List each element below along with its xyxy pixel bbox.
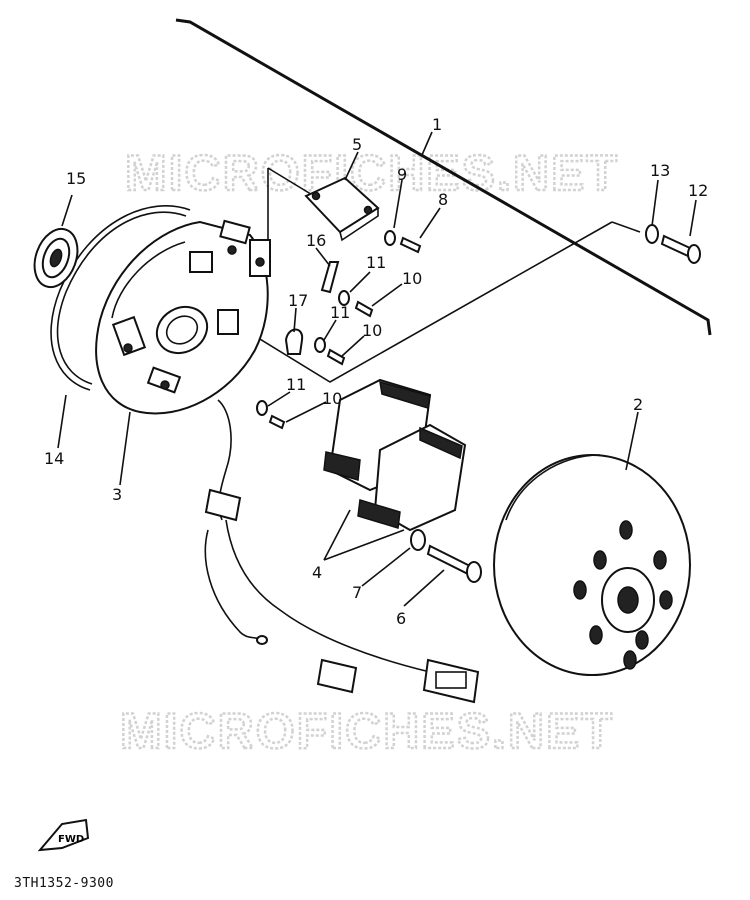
source-coils: [323, 378, 467, 532]
part-code: 3TH1352-9300: [14, 876, 114, 891]
callout-10-middle: 10: [362, 321, 382, 340]
callout-15: 15: [66, 169, 86, 188]
oil-seal: [33, 227, 79, 289]
leader-lines: [57, 131, 697, 607]
callout-5: 5: [352, 135, 362, 154]
pickup-coil: [304, 176, 380, 242]
gasket-ring: [50, 205, 191, 391]
callout-13: 13: [650, 161, 670, 180]
callout-12: 12: [688, 181, 708, 200]
fwd-label: FWD: [58, 834, 84, 845]
bolt-and-washer: [410, 529, 482, 583]
callout-1: 1: [432, 115, 442, 134]
callout-17: 17: [288, 291, 308, 310]
callout-11-upper: 11: [366, 253, 386, 272]
callout-16: 16: [306, 231, 326, 250]
callout-8: 8: [438, 190, 448, 209]
callout-11-lower: 11: [286, 375, 306, 394]
wire-harness: [204, 399, 480, 704]
callout-3: 3: [112, 485, 122, 504]
callout-7: 7: [352, 583, 362, 602]
stator-plate: [95, 219, 271, 415]
watermark-top: MICROFICHES.NET: [125, 145, 619, 201]
assembly-bracket: [175, 18, 712, 383]
callouts: 1 2 3 4 5 6 7 8 9 10 10 10 11 11 11 12 1…: [44, 115, 708, 628]
callout-10-lower: 10: [322, 389, 342, 408]
callout-10-upper: 10: [402, 269, 422, 288]
flywheel-rotor: [493, 454, 691, 676]
callout-9: 9: [397, 165, 407, 184]
fwd-arrow: FWD: [37, 818, 90, 852]
callout-14: 14: [44, 449, 64, 468]
watermark-bottom: MICROFICHES.NET: [120, 703, 614, 759]
callout-11-middle: 11: [330, 303, 350, 322]
callout-4: 4: [312, 563, 322, 582]
callout-2: 2: [633, 395, 643, 414]
hardware: [256, 224, 701, 430]
callout-6: 6: [396, 609, 406, 628]
